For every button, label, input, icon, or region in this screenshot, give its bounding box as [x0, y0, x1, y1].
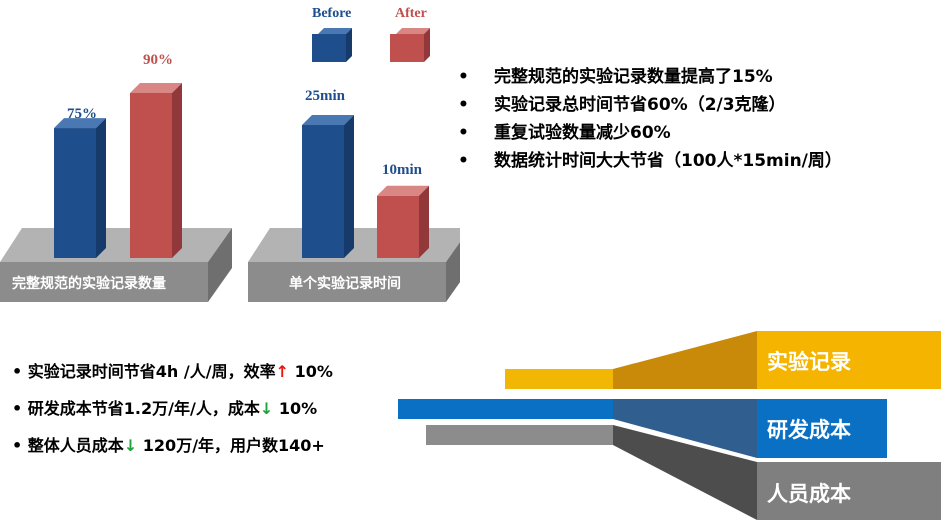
bar-charts [0, 28, 460, 302]
summary-bullet: 完整规范的实验记录数量提高了15% [458, 63, 842, 91]
bar-value-label: 90% [143, 52, 173, 68]
benefit-item: • 实验记录时间节省4h /人/周，效率↑ 10% [12, 358, 333, 385]
summary-bullet: 重复试验数量减少60% [458, 119, 842, 147]
bar-value-label: 25min [305, 88, 346, 104]
benefit-item: • 研发成本节省1.2万/年/人，成本↓ 10% [12, 395, 333, 422]
funnel-label-experiment-record: 实验记录 [767, 350, 851, 374]
benefit-list: • 实验记录时间节省4h /人/周，效率↑ 10% • 研发成本节省1.2万/年… [12, 358, 333, 469]
summary-bullet: 实验记录总时间节省60%（2/3克隆） [458, 91, 842, 119]
bullet-dot: • [12, 362, 28, 381]
benefit-value: 120万/年，用户数140+ [137, 436, 325, 455]
category-label: 完整规范的实验记录数量 [12, 276, 166, 292]
cost-expansion-graphic [398, 331, 941, 520]
benefit-text: 实验记录时间节省4h /人/周，效率 [27, 362, 276, 381]
benefit-value: 10% [273, 399, 318, 418]
funnel-row-gray [426, 425, 941, 520]
funnel-row-blue [398, 399, 887, 458]
benefit-value: 10% [289, 362, 333, 381]
bar-value-label: 10min [382, 162, 423, 178]
legend-after-label: After [395, 6, 427, 21]
bar-before [302, 115, 354, 258]
legend-before-label: Before [312, 6, 352, 21]
arrow-down-icon: ↓ [259, 399, 274, 418]
bar-before [54, 118, 106, 258]
benefit-text: 整体人员成本 [27, 436, 124, 455]
legend-after-swatch [390, 28, 430, 62]
bar-after [130, 83, 182, 258]
benefit-text: 研发成本节省1.2万/年/人，成本 [27, 399, 260, 418]
summary-bullet-list: 完整规范的实验记录数量提高了15% 实验记录总时间节省60%（2/3克隆） 重复… [458, 63, 842, 175]
bar-value-label: 75% [67, 106, 97, 122]
summary-bullet: 数据统计时间大大节省（100人*15min/周） [458, 147, 842, 175]
category-label: 单个实验记录时间 [289, 276, 401, 292]
funnel-label-rd-cost: 研发成本 [767, 418, 851, 442]
bullet-dot: • [12, 399, 28, 418]
benefit-item: • 整体人员成本↓ 120万/年，用户数140+ [12, 432, 333, 459]
bullet-dot: • [12, 436, 28, 455]
legend-before-swatch [312, 28, 352, 62]
arrow-down-icon: ↓ [123, 436, 138, 455]
funnel-row-gold [505, 331, 941, 389]
bar-after [377, 185, 429, 258]
funnel-label-staff-cost: 人员成本 [767, 482, 851, 506]
arrow-up-icon: ↑ [275, 362, 289, 381]
